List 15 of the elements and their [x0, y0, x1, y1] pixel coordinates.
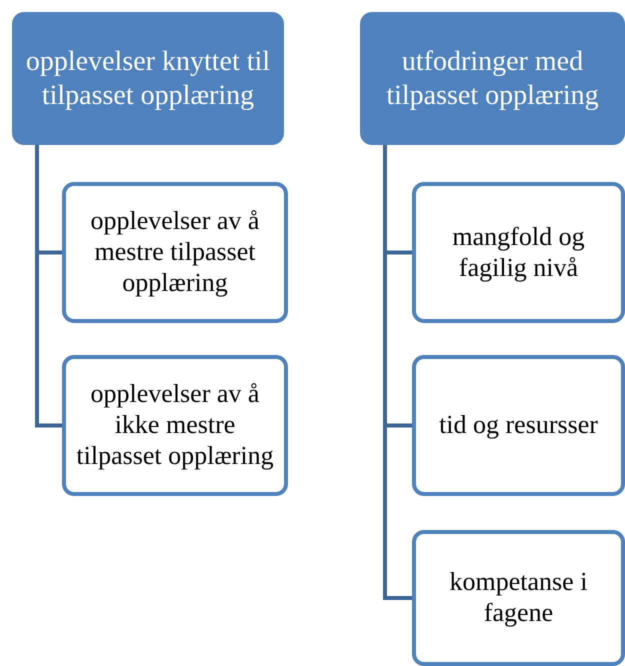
box-text: mangfold og fagilig nivå	[451, 222, 586, 284]
box-text: opplevelser knyttet til tilpasset opplæring	[24, 45, 272, 112]
box-text: opplevelser av å mestre tilpasset opplæring	[90, 206, 260, 298]
topic-box	[412, 530, 625, 666]
connector-line	[383, 145, 412, 600]
header-box	[360, 12, 625, 145]
topic-box	[412, 182, 625, 323]
box-text: kompetanse i fagene	[448, 567, 588, 629]
topic-box	[412, 355, 625, 496]
header-box	[12, 12, 284, 145]
box-text: utfodringer med tilpasset opplæring	[385, 45, 600, 112]
box-text: tid og resursser	[439, 410, 598, 441]
box-text: opplevelser av å ikke mestre tilpasset opplæring	[75, 379, 275, 472]
topic-box	[62, 182, 288, 323]
topic-box	[62, 355, 288, 496]
